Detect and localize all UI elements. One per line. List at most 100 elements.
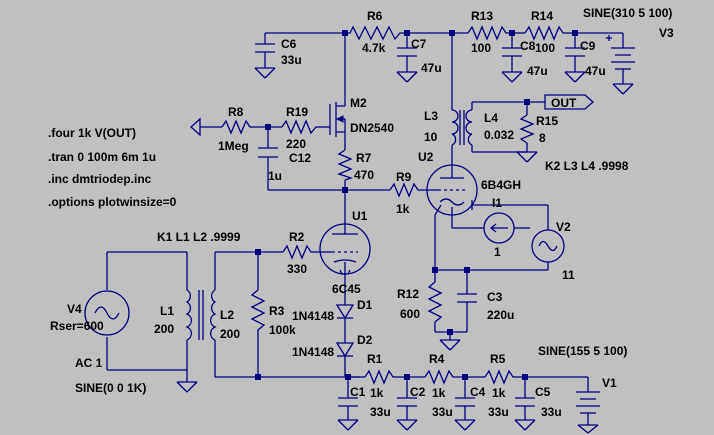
diode-d2 xyxy=(335,342,355,358)
inductor-l2 xyxy=(209,289,217,341)
k1-directive: K1 L1 L2 .9999 xyxy=(157,230,241,244)
r15-name: R15 xyxy=(536,114,558,128)
directive-four: .four 1k V(OUT) xyxy=(48,126,136,140)
l3-value: 10 xyxy=(424,130,438,144)
ground-icon xyxy=(514,419,536,431)
c3-value: 220u xyxy=(487,308,514,322)
v4-sine: SINE(0 0 1K) xyxy=(75,381,146,395)
l4-name: L4 xyxy=(484,111,498,125)
ground-icon xyxy=(577,424,599,434)
i1-name: I1 xyxy=(492,196,502,210)
r13-name: R13 xyxy=(471,9,493,23)
resistor-r7 xyxy=(337,149,354,181)
k2-directive: K2 L3 L4 .9998 xyxy=(545,159,629,173)
capacitors xyxy=(255,43,585,407)
r15-value: 8 xyxy=(539,131,546,145)
r12-value: 600 xyxy=(400,307,420,321)
r2-value: 330 xyxy=(287,262,307,276)
v2-name: V2 xyxy=(556,220,571,234)
d2-value: 1N4148 xyxy=(292,345,334,359)
c12-value: 1u xyxy=(268,169,282,183)
u1-name: U1 xyxy=(352,209,368,223)
r7-name: R7 xyxy=(356,151,372,165)
r6-name: R6 xyxy=(367,9,383,23)
current-source-i1 xyxy=(472,212,520,244)
r9-name: R9 xyxy=(396,170,412,184)
sine-source-v2 xyxy=(531,229,565,263)
r13-value: 100 xyxy=(471,41,491,55)
c12-name: C12 xyxy=(289,151,311,165)
r6-value: 4.7k xyxy=(362,41,386,55)
resistor-r19 xyxy=(281,119,318,135)
v2-value: 11 xyxy=(562,268,575,282)
c4-name: C4 xyxy=(470,385,486,399)
resistor-r4 xyxy=(424,369,455,385)
r19-name: R19 xyxy=(286,105,308,119)
resistor-r5 xyxy=(484,369,515,385)
v1-value: SINE(155 5 100) xyxy=(538,344,627,358)
v4-name: V4 xyxy=(67,302,82,316)
c2-value: 33u xyxy=(432,405,453,419)
battery-v3 xyxy=(606,35,635,75)
m2-name: M2 xyxy=(350,96,367,110)
wires xyxy=(106,32,624,425)
ground-icon xyxy=(254,67,276,79)
ground-icon xyxy=(176,381,198,393)
mosfet-m2 xyxy=(329,102,346,137)
r4-name: R4 xyxy=(429,352,445,366)
l2-name: L2 xyxy=(220,308,234,322)
resistor-r12 xyxy=(427,281,443,323)
ground-icon xyxy=(337,419,359,431)
c3-name: C3 xyxy=(487,290,503,304)
ground-icon xyxy=(516,151,538,163)
c4-value: 33u xyxy=(488,405,509,419)
c8-name: C8 xyxy=(520,39,536,53)
resistors xyxy=(221,25,565,385)
r14-value: 100 xyxy=(535,41,555,55)
r4-value: 1k xyxy=(432,386,446,400)
capacitor-c4 xyxy=(455,397,475,407)
r14-name: R14 xyxy=(531,9,553,23)
diode-d1 xyxy=(335,304,355,323)
l1-name: L1 xyxy=(160,304,174,318)
v1-name: V1 xyxy=(602,376,617,390)
d1-name: D1 xyxy=(357,298,373,312)
capacitor-c3 xyxy=(457,293,477,303)
inductor-l3 xyxy=(451,109,465,146)
resistor-r6 xyxy=(345,25,405,41)
triode-u2 xyxy=(426,164,478,216)
u2-name: U2 xyxy=(418,150,434,164)
battery-v1 xyxy=(576,388,600,418)
r1-name: R1 xyxy=(367,352,383,366)
r3-name: R3 xyxy=(269,304,285,318)
r12-name: R12 xyxy=(397,287,419,301)
resistor-r15 xyxy=(519,114,535,144)
resistor-r9 xyxy=(389,182,420,198)
l2-value: 200 xyxy=(220,327,240,341)
ground-icon xyxy=(612,83,634,95)
r1-value: 1k xyxy=(370,386,384,400)
l4-value: 0.032 xyxy=(484,128,514,142)
m2-value: DN2540 xyxy=(350,121,394,135)
c8-value: 47u xyxy=(527,64,548,78)
r5-value: 1k xyxy=(492,386,506,400)
component-labels: R6 4.7k R13 100 R14 100 SINE(310 5 100) … xyxy=(50,6,674,419)
out-label: OUT xyxy=(551,96,577,110)
i1-value: 1 xyxy=(494,245,501,259)
c5-name: C5 xyxy=(535,385,551,399)
resistor-r13 xyxy=(467,25,510,41)
u1-value: 6C45 xyxy=(332,282,361,296)
r8-name: R8 xyxy=(228,105,244,119)
d2-name: D2 xyxy=(357,333,373,347)
ground-icon xyxy=(439,339,461,351)
output-port-icon xyxy=(544,94,594,110)
capacitor-c2 xyxy=(397,397,417,407)
capacitor-c7 xyxy=(397,47,417,57)
v4-ac: AC 1 xyxy=(75,356,103,370)
c5-value: 33u xyxy=(541,405,562,419)
l1-value: 200 xyxy=(154,322,174,336)
resistor-r3 xyxy=(250,289,266,335)
ground-icon xyxy=(564,71,586,83)
capacitor-c9 xyxy=(565,47,585,57)
